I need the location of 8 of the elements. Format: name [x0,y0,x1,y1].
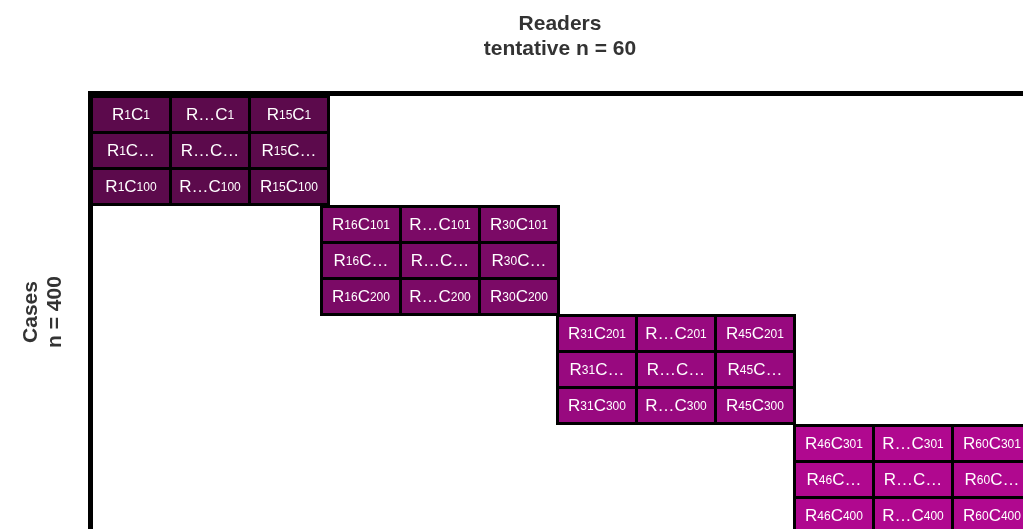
matrix-cell: R…C… [172,134,248,167]
axis-title: Cases [18,280,42,345]
matrix-cell: R…C… [638,353,714,386]
axis-title: Readers [517,11,603,35]
axis-subtitle: tentative n = 60 [482,36,638,60]
matrix-cell: R…C… [402,244,478,277]
axis-subtitle: n = 400 [42,275,66,350]
matrix-cell: R…C… [875,463,951,496]
